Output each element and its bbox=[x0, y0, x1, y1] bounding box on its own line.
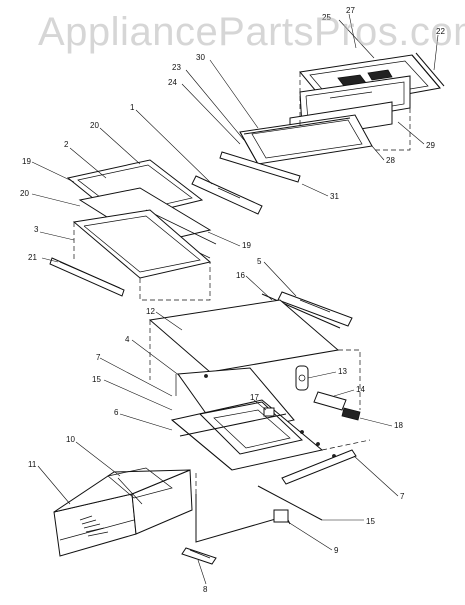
callout-18: 18 bbox=[394, 421, 403, 430]
callout-19-upper: 19 bbox=[22, 157, 31, 166]
screw bbox=[300, 430, 304, 434]
screw bbox=[316, 442, 320, 446]
lower-assembly bbox=[148, 291, 371, 565]
drawer-17-inner bbox=[213, 409, 291, 449]
upper-shelf-assembly bbox=[219, 52, 445, 183]
callout-21: 21 bbox=[28, 253, 37, 262]
rail-21-edge bbox=[59, 261, 121, 289]
shelf-30-rail bbox=[243, 117, 351, 135]
shelf-mark bbox=[367, 69, 393, 81]
bracket-8 bbox=[181, 547, 217, 565]
callout-22: 22 bbox=[436, 27, 445, 36]
drawer-frame-6-front bbox=[171, 419, 233, 471]
guide-line bbox=[372, 108, 411, 151]
guide-line bbox=[321, 439, 371, 451]
callout-27: 27 bbox=[346, 6, 355, 15]
rail-1-detail bbox=[217, 187, 241, 199]
callout-4: 4 bbox=[125, 335, 130, 344]
callout-10: 10 bbox=[66, 435, 75, 444]
callout-3: 3 bbox=[34, 225, 39, 234]
callout-23: 23 bbox=[172, 63, 181, 72]
pan-29-top bbox=[305, 81, 405, 121]
divider-10-wall bbox=[117, 477, 143, 505]
callout-13: 13 bbox=[338, 367, 347, 376]
divider-10 bbox=[107, 467, 173, 499]
rail-5-detail bbox=[299, 299, 331, 313]
callout-31: 31 bbox=[330, 192, 339, 201]
screw bbox=[204, 374, 208, 378]
callout-16: 16 bbox=[236, 271, 245, 280]
callout-7-lower: 7 bbox=[400, 492, 405, 501]
rail-22-edge bbox=[415, 52, 445, 87]
callout-7-upper: 7 bbox=[96, 353, 101, 362]
bracket-13-hole bbox=[298, 374, 306, 382]
drawer-11-handle bbox=[59, 519, 135, 541]
rail-1 bbox=[191, 175, 263, 215]
bracket-13 bbox=[295, 365, 309, 391]
drawer-11-top bbox=[53, 469, 191, 513]
callout-25: 25 bbox=[322, 13, 331, 22]
callout-11: 11 bbox=[28, 460, 37, 469]
callout-14: 14 bbox=[356, 385, 365, 394]
part-18 bbox=[341, 407, 361, 421]
crisper-cover-rail bbox=[145, 209, 217, 245]
bracket-9 bbox=[273, 509, 289, 523]
rail-7 bbox=[281, 449, 357, 485]
rail-24 bbox=[219, 151, 301, 183]
callout-1: 1 bbox=[130, 103, 135, 112]
shelf-30-front bbox=[239, 131, 259, 165]
bracket-8-detail bbox=[189, 549, 211, 559]
callout-19-lower: 19 bbox=[242, 241, 251, 250]
callout-15-upper: 15 bbox=[92, 375, 101, 384]
callout-28: 28 bbox=[386, 156, 395, 165]
shelf-30-inner bbox=[251, 119, 363, 159]
callout-17: 17 bbox=[250, 393, 259, 402]
callout-24: 24 bbox=[168, 78, 177, 87]
callout-9: 9 bbox=[334, 546, 339, 555]
pan-29-handle bbox=[329, 91, 373, 99]
rail-15 bbox=[257, 485, 323, 521]
callout-6: 6 bbox=[114, 408, 119, 417]
rod-16 bbox=[261, 293, 341, 329]
leader-lines bbox=[31, 13, 439, 585]
callout-30: 30 bbox=[196, 53, 205, 62]
guide-line bbox=[139, 262, 211, 301]
drawer-frame-6-rail bbox=[179, 413, 287, 437]
rail-21 bbox=[49, 257, 125, 297]
damper-14 bbox=[313, 391, 347, 411]
callout-2: 2 bbox=[64, 140, 69, 149]
control-17 bbox=[263, 407, 275, 417]
callout-20-upper: 20 bbox=[90, 121, 99, 130]
vent-hatching bbox=[79, 515, 109, 537]
callout-5: 5 bbox=[257, 257, 262, 266]
crisper-box-3-inner bbox=[83, 215, 201, 273]
rail-22 bbox=[411, 54, 441, 89]
callout-labels: 27 25 22 30 23 24 29 28 31 1 20 2 19 20 … bbox=[20, 6, 445, 594]
callout-12: 12 bbox=[146, 307, 155, 316]
crisper-drawer-assembly bbox=[53, 467, 193, 557]
callout-8: 8 bbox=[203, 585, 208, 594]
callout-15-lower: 15 bbox=[366, 517, 375, 526]
middle-shelf-assembly bbox=[49, 159, 263, 301]
callout-20-lower: 20 bbox=[20, 189, 29, 198]
shelf-30 bbox=[239, 114, 373, 165]
rail-5 bbox=[277, 291, 353, 327]
callout-29: 29 bbox=[426, 141, 435, 150]
